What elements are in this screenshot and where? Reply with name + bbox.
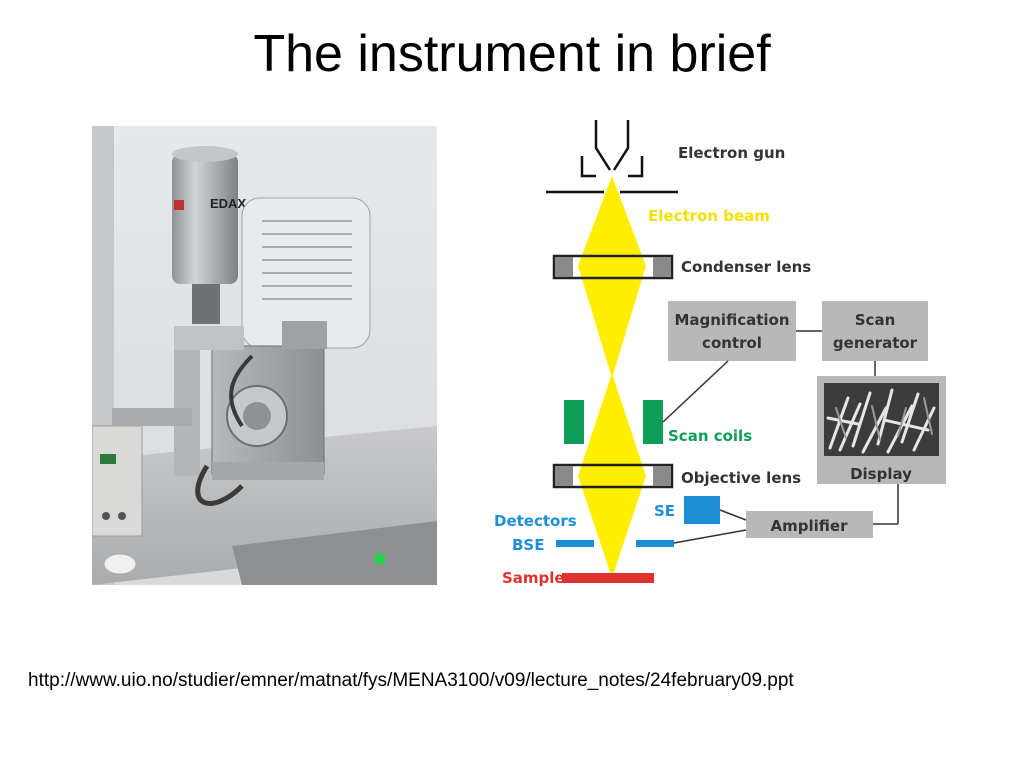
- se-detector: [684, 496, 720, 524]
- photo-table-front: [232, 521, 437, 585]
- photo-cable-2: [229, 354, 254, 428]
- photo-mouse: [103, 553, 137, 575]
- scan-generator-box: [822, 301, 928, 361]
- bse-detector-right: [636, 540, 674, 547]
- label-bse: BSE: [512, 536, 544, 554]
- sem-schematic-diagram: Electron gun Electron beam Condenser len…: [494, 120, 946, 587]
- photo-brand-label: EDAX: [210, 196, 246, 211]
- photo-side-probe: [112, 408, 192, 426]
- objective-lens: [552, 463, 674, 489]
- label-scan-generator: generator: [833, 334, 918, 352]
- photo-column: [172, 154, 238, 284]
- label-amplifier: Amplifier: [771, 517, 849, 535]
- photo-fan-grille: [262, 220, 352, 300]
- scan-coil-left: [564, 400, 584, 444]
- condenser-lens: [552, 254, 674, 280]
- photo-column-neck: [192, 284, 220, 324]
- photo-table-button: [375, 554, 385, 564]
- photo-electronics-box: [92, 425, 143, 537]
- electron-gun: [546, 120, 678, 194]
- photo-arm: [174, 326, 244, 350]
- bse-detector-left: [556, 540, 594, 547]
- sem-instrument-photo: EDAX: [92, 126, 437, 585]
- photo-chamber-port-inner: [243, 402, 271, 430]
- electron-beam-lower: [578, 373, 646, 578]
- photo-electronics-knob-2: [118, 512, 126, 520]
- amplifier-box: [746, 511, 873, 538]
- label-detectors: Detectors: [494, 512, 577, 530]
- label-scan-coils: Scan coils: [668, 427, 752, 445]
- photo-detector-tube: [282, 321, 327, 349]
- connector-lines: [662, 330, 899, 544]
- photo-electronics-knob: [102, 512, 110, 520]
- label-objective-lens: Objective lens: [681, 469, 801, 487]
- scan-coil-right: [643, 400, 663, 444]
- display-screen-image: [824, 383, 939, 456]
- label-electron-beam: Electron beam: [648, 207, 770, 225]
- photo-column-top: [172, 146, 238, 162]
- label-scan: Scan: [855, 311, 896, 329]
- label-se: SE: [654, 502, 675, 520]
- slide-title: The instrument in brief: [253, 25, 771, 83]
- photo-cable: [195, 464, 244, 506]
- photo-brand-stripe: [174, 200, 184, 210]
- label-electron-gun: Electron gun: [678, 144, 785, 162]
- photo-chamber-base: [212, 462, 324, 480]
- magnification-control-box: [668, 301, 796, 361]
- label-magnification: Magnification: [674, 311, 789, 329]
- label-display: Display: [850, 465, 912, 483]
- label-magnification-control: control: [702, 334, 762, 352]
- label-condenser-lens: Condenser lens: [681, 258, 811, 276]
- source-url: http://www.uio.no/studier/emner/matnat/f…: [28, 670, 794, 691]
- photo-support-pillar: [174, 326, 200, 476]
- sample-stage: [562, 573, 654, 583]
- photo-electronics-display: [100, 454, 116, 464]
- label-sample: Sample: [502, 569, 565, 587]
